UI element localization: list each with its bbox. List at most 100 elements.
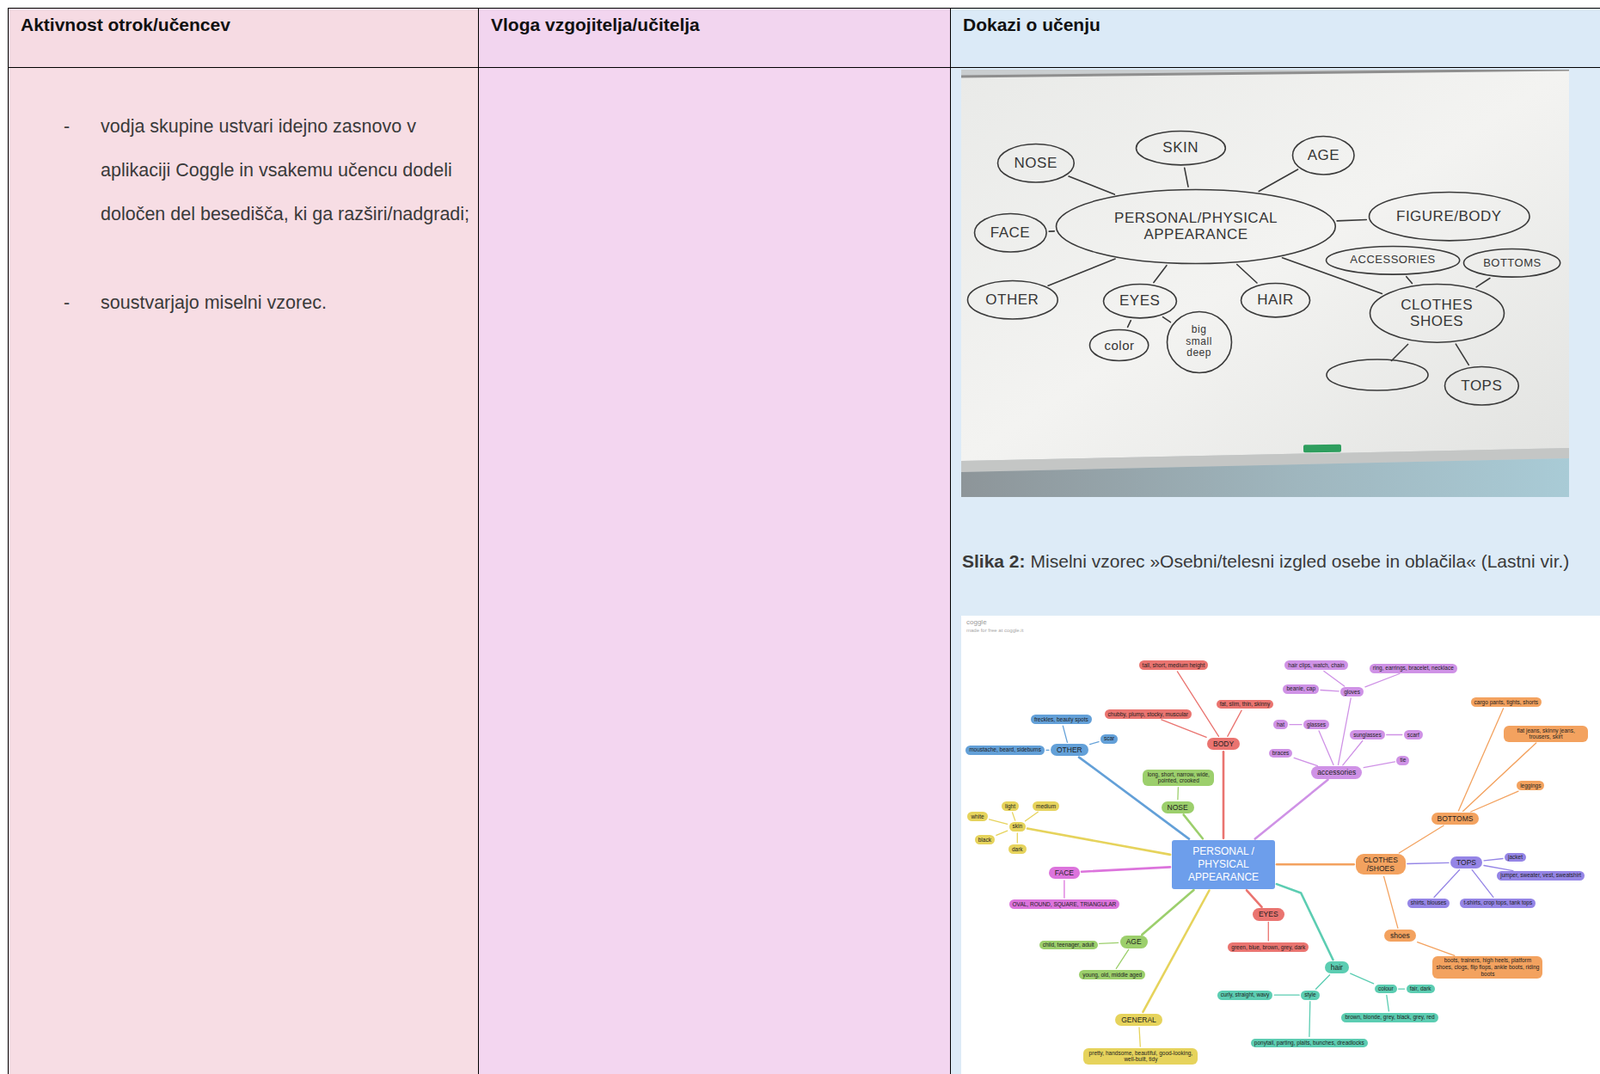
- branch-connector: [1398, 825, 1444, 853]
- whiteboard-bubble: CLOTHES SHOES: [1368, 282, 1506, 344]
- branch-connector: [1320, 690, 1339, 692]
- handwritten-label: BOTTOMS: [1483, 257, 1542, 270]
- subtopic-pill: child, teenager, adult: [1039, 940, 1098, 951]
- branch-connector: [1350, 973, 1374, 984]
- branch-connector: [1227, 710, 1242, 736]
- topic-text: child, teenager, adult: [1042, 941, 1095, 949]
- branch-connector: [1090, 741, 1099, 745]
- subtopic-pill: white: [967, 811, 987, 822]
- whiteboard-bubble: TOPS: [1443, 365, 1521, 406]
- central-topic: PERSONAL / PHYSICAL APPEARANCE: [1171, 839, 1276, 889]
- handwritten-label: EYES: [1119, 292, 1160, 310]
- handwritten-label: PERSONAL/PHYSICAL APPEARANCE: [1099, 209, 1294, 244]
- subtopic-pill: boots, trainers, high heels, platform sh…: [1432, 956, 1543, 979]
- whiteboard-bubble: AGE: [1291, 134, 1355, 176]
- branch-connector: [1386, 734, 1403, 736]
- subtopic-pill: curly, straight, wavy: [1217, 990, 1274, 1000]
- branch-connector: [1046, 749, 1049, 751]
- whiteboard-bubble: color: [1088, 328, 1150, 362]
- topic-text: freckles, beauty spots: [1034, 716, 1089, 724]
- topic-text: TOPS: [1456, 858, 1477, 867]
- subtopic-pill: OVAL, ROUND, SQUARE, TRIANGULAR: [1009, 899, 1121, 909]
- subtopic-pill: leggings: [1516, 780, 1545, 791]
- watermark: made for free at coggle.it: [966, 627, 1024, 633]
- subtopic-pill: green, blue, brown, grey, dark: [1227, 942, 1309, 952]
- branch-connector: [1141, 889, 1194, 935]
- subtopic-pill: tall, short, medium height: [1139, 660, 1209, 670]
- branch-connector: [1246, 889, 1263, 908]
- subtopic-pill: glasses: [1303, 719, 1330, 730]
- subtopic-pill: black: [974, 834, 995, 845]
- hand-drawn-connector: [1048, 258, 1116, 286]
- handwritten-label: big small deep: [1182, 324, 1217, 360]
- bubble-ellipse: [1166, 311, 1232, 373]
- branch-connector: [1115, 949, 1129, 969]
- branch-connector: [1062, 725, 1067, 742]
- topic-text: medium: [1036, 803, 1056, 810]
- figure-caption: Slika 2:Miselni vzorec »Osebni/telesni i…: [962, 548, 1597, 576]
- bullet-text: soustvarjajo miselni vzorec.: [100, 281, 479, 325]
- topic-text: hair clips, watch, chain: [1287, 662, 1344, 669]
- table-border: [7, 7, 1600, 9]
- topic-text: PERSONAL / PHYSICAL APPEARANCE: [1180, 845, 1267, 884]
- bubble-ellipse: [1103, 283, 1177, 318]
- topic-text: long, short, narrow, wide, pointed, croo…: [1146, 771, 1211, 785]
- branch-topic: shoes: [1384, 929, 1417, 942]
- topic-text: tie: [1399, 756, 1406, 764]
- bubble-ellipse: [1368, 191, 1530, 240]
- branch-connector: [1316, 974, 1331, 990]
- handwritten-label: SKIN: [1162, 139, 1199, 157]
- photo-ground: [961, 69, 1570, 497]
- branch-connector: [1407, 862, 1449, 864]
- bubble-ellipse: [1464, 249, 1561, 278]
- green-marker: [1303, 444, 1342, 454]
- subtopic-pill: moustache, beard, sideburns: [965, 745, 1045, 755]
- whiteboard-bubble: PERSONAL/PHYSICAL APPEARANCE: [1054, 188, 1337, 265]
- subtopic-pill: young, old, middle aged: [1078, 969, 1146, 980]
- hand-drawn-connector: [1258, 169, 1298, 192]
- handwritten-label: HAIR: [1256, 291, 1294, 309]
- branch-connector: [1463, 742, 1537, 811]
- branch-connector: [1342, 741, 1363, 766]
- hand-drawn-connector: [1127, 320, 1132, 328]
- bubble-ellipse: [1444, 366, 1519, 405]
- branch-connector: [1063, 880, 1065, 898]
- branch-connector: [1308, 1001, 1311, 1037]
- bubble-ellipse: [1369, 284, 1504, 344]
- branch-connector: [1139, 1027, 1141, 1047]
- topic-text: cargo pants, tights, shorts: [1474, 698, 1539, 706]
- topic-text: scarf: [1407, 731, 1420, 739]
- topic-text: OTHER: [1056, 745, 1083, 755]
- topic-text: t-shirts, crop tops, tank tops: [1463, 899, 1533, 907]
- subtopic-pill: jacket: [1504, 852, 1527, 863]
- branch-connector: [1363, 761, 1395, 768]
- branch-topic: AGE: [1120, 935, 1148, 948]
- handwritten-label: FACE: [990, 224, 1030, 242]
- bubble-ellipse: [967, 281, 1058, 319]
- topic-text: pretty, handsome, beautiful, good-lookin…: [1086, 1049, 1195, 1064]
- topic-text: jumper, sweater, vest, sweatshirt: [1500, 871, 1582, 879]
- branch-topic: TOPS: [1450, 856, 1483, 869]
- subtopic-pill: pretty, handsome, beautiful, good-lookin…: [1083, 1048, 1198, 1065]
- topic-text: young, old, middle aged: [1082, 971, 1142, 979]
- handwritten-label: FIGURE/BODY: [1396, 208, 1502, 226]
- header-text: Dokazi o učenju: [962, 12, 1101, 37]
- whiteboard-bubble: ACCESSORIES: [1324, 245, 1461, 276]
- whiteboard-bubble: big small deep: [1165, 310, 1233, 374]
- header-text: Vloga vzgojitelja/učitelja: [490, 12, 700, 37]
- empty-bubble: [1326, 359, 1429, 391]
- topic-text: curly, straight, wavy: [1220, 991, 1270, 999]
- branch-connector: [1222, 751, 1226, 839]
- branch-connector: [1268, 922, 1269, 942]
- topic-text: GENERAL: [1121, 1015, 1157, 1024]
- branch-connector: [1289, 723, 1302, 725]
- branch-connector: [1012, 812, 1016, 821]
- subtopic-pill: fat, slim, thin, skinny: [1216, 699, 1275, 710]
- handwritten-label: AGE: [1307, 147, 1340, 165]
- handwritten-label: NOSE: [1014, 154, 1058, 172]
- branch-topic: accessories: [1311, 766, 1362, 779]
- hand-drawn-connector: [1476, 278, 1490, 288]
- branch-connector: [1338, 698, 1352, 765]
- branch-connector: [1027, 828, 1171, 855]
- subtopic-pill: freckles, beauty spots: [1030, 714, 1092, 724]
